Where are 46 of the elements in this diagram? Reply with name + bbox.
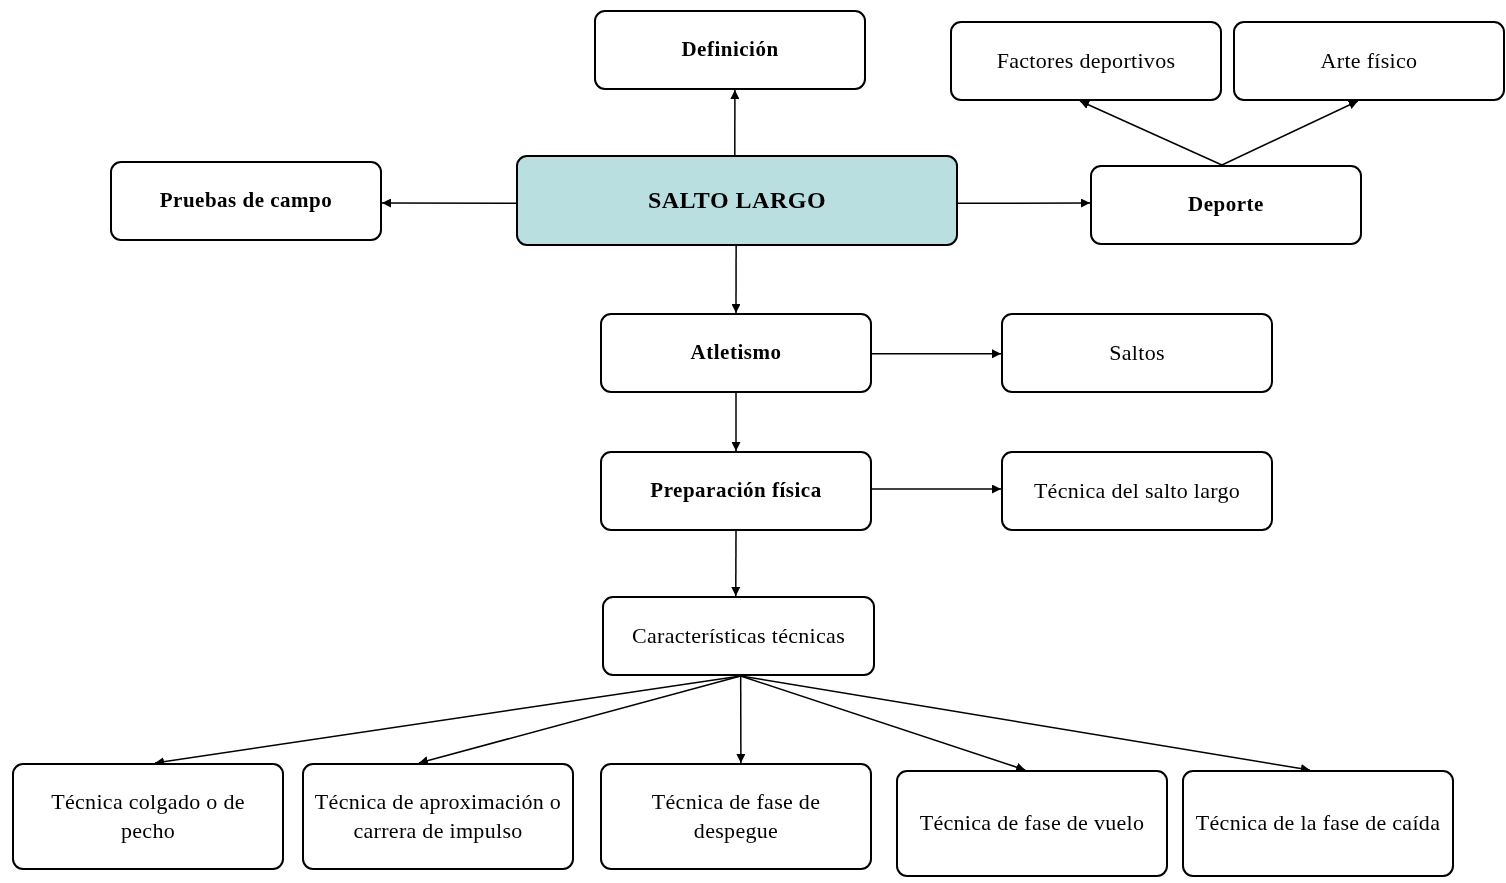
concept-label: Técnica de fase de vuelo xyxy=(919,809,1145,838)
concept-box xyxy=(600,313,872,393)
concept-label: Saltos xyxy=(1109,338,1165,367)
concept-label: Técnica del salto largo xyxy=(1033,476,1241,505)
arrow xyxy=(739,675,1026,772)
arrow xyxy=(871,484,1002,494)
concept-box xyxy=(1182,770,1454,877)
arrow xyxy=(418,675,742,765)
concept-box xyxy=(600,763,872,870)
concept-label: Deporte xyxy=(1188,191,1264,219)
concept-label: Técnica de fase de despegue xyxy=(650,787,822,845)
arrow xyxy=(731,392,741,452)
arrow xyxy=(739,675,1311,773)
arrow xyxy=(736,675,746,764)
concept-box xyxy=(12,763,284,870)
concept-label: Técnica de aproximación o carrera de impulso xyxy=(313,787,563,845)
concept-label: SALTO LARGO xyxy=(647,185,827,215)
arrow xyxy=(957,198,1091,208)
concept-label: Técnica de la fase de caída xyxy=(1195,809,1441,838)
concept-label: Definición xyxy=(681,36,779,64)
concept-box xyxy=(302,763,574,870)
concept-box xyxy=(1001,313,1273,393)
concept-box xyxy=(1233,21,1505,101)
concept-label: Factores deportivos xyxy=(996,46,1176,75)
arrow xyxy=(731,245,741,314)
concept-label: Pruebas de campo xyxy=(159,187,333,215)
concept-label: Características técnicas xyxy=(632,621,845,650)
concept-label: Técnica colgado o de pecho xyxy=(50,787,246,845)
concept-box xyxy=(950,21,1222,101)
concept-box xyxy=(1001,451,1273,531)
arrow xyxy=(381,198,517,208)
concept-label: Atletismo xyxy=(690,339,782,367)
arrow xyxy=(730,89,740,156)
concept-box xyxy=(594,10,866,90)
concept-box xyxy=(110,161,382,241)
concept-box xyxy=(1090,165,1362,245)
arrow xyxy=(1221,100,1359,166)
arrow xyxy=(731,530,741,597)
central-topic-box xyxy=(516,155,958,246)
concept-box xyxy=(896,770,1168,877)
arrow xyxy=(1079,100,1223,166)
concept-box xyxy=(602,596,875,676)
concept-box xyxy=(600,451,872,531)
concept-label: Arte físico xyxy=(1320,46,1418,75)
arrow xyxy=(871,349,1002,359)
concept-label: Preparación física xyxy=(650,477,822,505)
